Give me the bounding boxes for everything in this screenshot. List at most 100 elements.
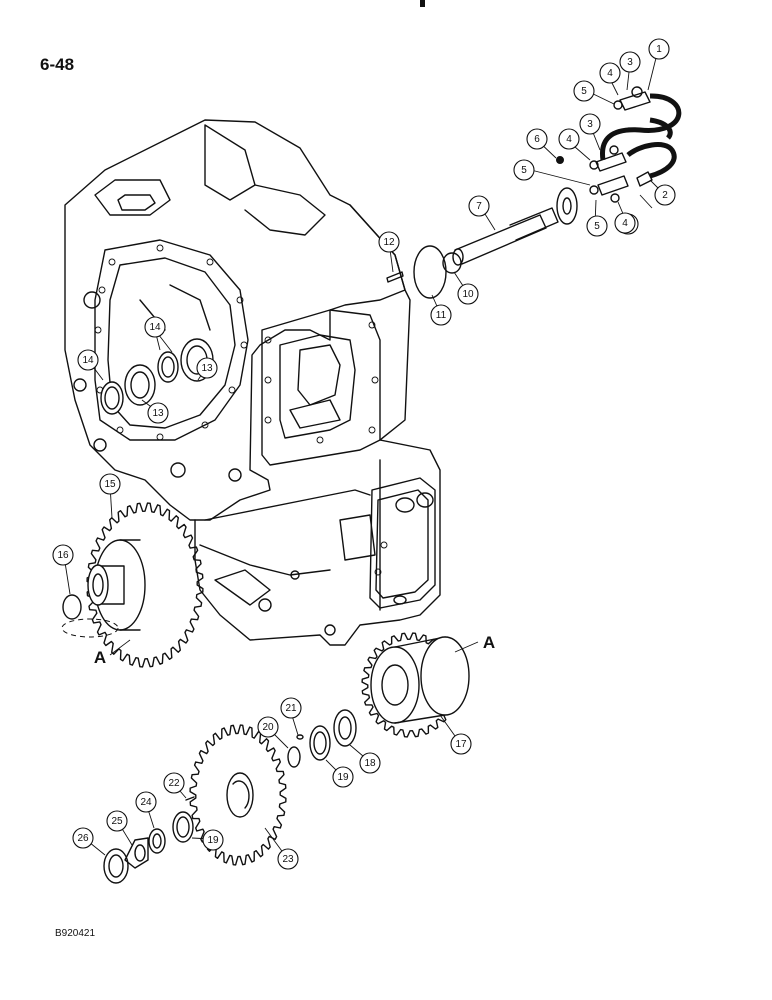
clutch-hub-17 (361, 632, 470, 738)
callout-5: 5 (573, 80, 595, 102)
callout-19: 19 (332, 766, 354, 788)
callout-number: 26 (77, 833, 89, 844)
page-label: 6-48 (40, 55, 75, 74)
callout-circle (280, 697, 302, 719)
callout-3: 3 (619, 51, 641, 73)
callout-number: 23 (282, 854, 294, 865)
view-letter-a-right: A (483, 633, 495, 652)
callout-circle (586, 215, 608, 237)
callout-10: 10 (457, 283, 479, 305)
callout-number: 15 (104, 479, 116, 490)
bearing-assemblies (100, 338, 214, 415)
leader-lines (63, 57, 664, 859)
callout-circle (332, 766, 354, 788)
callout-13: 13 (196, 357, 218, 379)
callout-26: 26 (72, 827, 94, 849)
callout-bubbles: 1 23 3 3 4 4 4 5 5 5 6 7 10 11 12 13 13 14 14 15 16 17 18 19 19 2… (52, 38, 676, 870)
transmission-housing (64, 119, 441, 646)
callout-11: 11 (430, 304, 452, 326)
callout-circle (147, 402, 169, 424)
callout-number: 5 (521, 165, 527, 176)
callout-circle (135, 791, 157, 813)
callout-circle (144, 316, 166, 338)
callout-number: 5 (594, 221, 600, 232)
callout-4: 4 (558, 128, 580, 150)
callout-circle (163, 772, 185, 794)
callout-number: 19 (337, 772, 349, 783)
callout-14: 14 (144, 316, 166, 338)
view-letter-a-left: A (94, 648, 106, 667)
callout-circle (457, 283, 479, 305)
callout-number: 6 (534, 134, 540, 145)
callout-circle (599, 62, 621, 84)
callout-number: 24 (140, 797, 152, 808)
callout-circle (430, 304, 452, 326)
callout-number: 2 (662, 190, 668, 201)
callout-2: 2 (654, 184, 676, 206)
callout-number: 22 (168, 778, 180, 789)
callout-circle (106, 810, 128, 832)
callout-circle (513, 159, 535, 181)
callout-number: 25 (111, 816, 123, 827)
callout-circle (52, 544, 74, 566)
callout-circle (277, 848, 299, 870)
callout-number: 4 (566, 134, 572, 145)
callout-circle (468, 195, 490, 217)
callout-19: 19 (202, 829, 224, 851)
gear-15-assembly (61, 502, 204, 668)
callout-21: 21 (280, 697, 302, 719)
callout-number: 21 (285, 703, 297, 714)
callout-24: 24 (135, 791, 157, 813)
callout-circle (648, 38, 670, 60)
callout-5: 5 (586, 215, 608, 237)
callout-number: 14 (149, 322, 161, 333)
gear-23-assembly (103, 709, 357, 884)
callout-number: 13 (201, 363, 213, 374)
callout-number: 5 (581, 86, 587, 97)
callout-15: 15 (99, 473, 121, 495)
input-shaft-and-fittings (386, 86, 682, 299)
callout-18: 18 (359, 752, 381, 774)
callout-circle (558, 128, 580, 150)
callout-circle (526, 128, 548, 150)
callout-17: 17 (450, 733, 472, 755)
callout-number: 3 (587, 119, 593, 130)
callout-7: 7 (468, 195, 490, 217)
callout-circle (202, 829, 224, 851)
callout-14: 14 (77, 349, 99, 371)
callout-number: 16 (57, 550, 69, 561)
callout-number: 14 (82, 355, 94, 366)
callout-number: 3 (627, 57, 633, 68)
callout-circle (72, 827, 94, 849)
callout-circle (614, 212, 636, 234)
callout-number: 4 (607, 68, 613, 79)
figure-code: B920421 (55, 928, 96, 939)
callout-12: 12 (378, 231, 400, 253)
callout-16: 16 (52, 544, 74, 566)
callout-number: 13 (152, 408, 164, 419)
callout-number: 19 (207, 835, 219, 846)
callout-23: 23 (277, 848, 299, 870)
callout-number: 10 (462, 289, 474, 300)
callout-circle (77, 349, 99, 371)
callout-circle (579, 113, 601, 135)
callout-3: 3 (579, 113, 601, 135)
callout-circle (196, 357, 218, 379)
callout-4: 4 (614, 212, 636, 234)
callout-number: 18 (364, 758, 376, 769)
callout-circle (654, 184, 676, 206)
callout-number: 1 (656, 44, 662, 55)
callout-25: 25 (106, 810, 128, 832)
callout-20: 20 (257, 716, 279, 738)
callout-number: 4 (622, 218, 628, 229)
callout-number: 17 (455, 739, 467, 750)
callout-circle (359, 752, 381, 774)
callout-6: 6 (526, 128, 548, 150)
callout-number: 12 (383, 237, 395, 248)
callout-22: 22 (163, 772, 185, 794)
callout-circle (450, 733, 472, 755)
callout-1: 1 (648, 38, 670, 60)
callout-4: 4 (599, 62, 621, 84)
page-top-mark (420, 0, 425, 7)
